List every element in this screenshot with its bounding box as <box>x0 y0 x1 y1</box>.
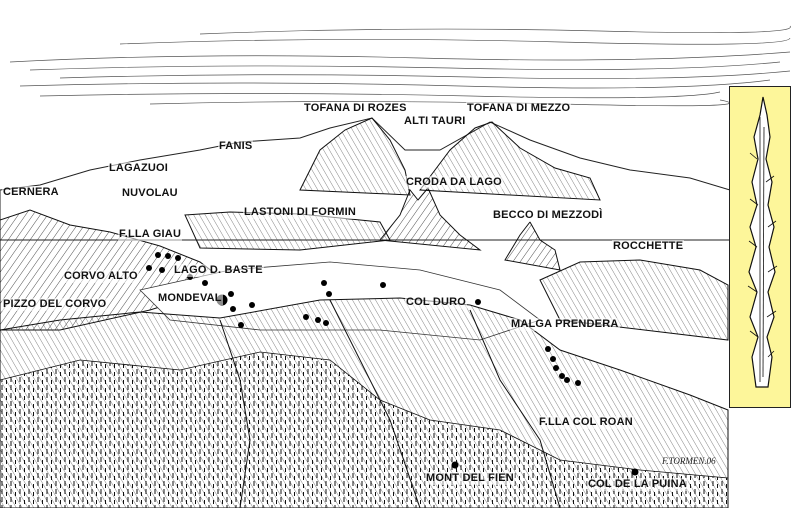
marker-dot <box>155 252 161 258</box>
marker-dot <box>553 365 559 371</box>
label-becco-di-mezzodi: BECCO DI MEZZODÌ <box>492 209 604 222</box>
label-rocchette: ROCCHETTE <box>612 240 685 253</box>
carved-object-drawing <box>747 96 778 388</box>
label-cernera: CERNERA <box>2 186 60 199</box>
label-lagazuoi: LAGAZUOI <box>108 162 170 175</box>
sky-clouds <box>9 25 791 107</box>
marker-dot <box>475 299 481 305</box>
label-lago-d-baste: LAGO D. BASTE <box>173 264 264 277</box>
marker-dot <box>631 468 639 476</box>
marker-dot <box>146 265 152 271</box>
label-pizzo-del-corvo: PIZZO DEL CORVO <box>2 298 108 311</box>
marker-dot <box>321 280 327 286</box>
marker-dot <box>550 356 556 362</box>
label-alti-tauri: ALTI TAURI <box>403 115 467 128</box>
marker-dot <box>326 291 332 297</box>
marker-dot <box>202 280 208 286</box>
artifact-inset <box>729 86 791 408</box>
label-malga-prendera: MALGA PRENDERA <box>510 318 620 331</box>
label-mont-del-fien: MONT DEL FIEN <box>425 472 515 485</box>
label-tofana-di-mezzo: TOFANA DI MEZZO <box>466 102 572 115</box>
label-col-de-la-puina: COL DE LA PUINA <box>587 478 688 491</box>
label-croda-da-lago: CRODA DA LAGO <box>405 176 503 189</box>
becco-di-mezzodi-peak <box>504 221 561 271</box>
label-nuvolau: NUVOLAU <box>121 187 179 200</box>
marker-dot <box>165 253 171 259</box>
label-f-lla-giau: F.LLA GIAU <box>118 228 183 241</box>
tofana-rozes-massif <box>299 117 411 196</box>
foreground-forest <box>0 351 729 508</box>
location-markers <box>146 252 639 476</box>
marker-dot <box>249 302 255 308</box>
label-col-duro: COL DURO <box>405 296 468 309</box>
marker-dot <box>575 380 581 386</box>
marker-dot <box>230 306 236 312</box>
marker-dot <box>175 255 181 261</box>
marker-dot <box>303 314 309 320</box>
marker-dot <box>315 317 321 323</box>
label-fanis: FANIS <box>218 140 254 153</box>
marker-dot <box>451 461 459 469</box>
marker-dot <box>545 346 551 352</box>
marker-dot <box>564 377 570 383</box>
label-corvo-alto: CORVO ALTO <box>63 270 139 283</box>
artist-signature: F.TORMEN.06 <box>662 456 716 466</box>
label-mondeval: MONDEVAL <box>157 292 223 305</box>
marker-dot <box>228 291 234 297</box>
label-tofana-di-rozes: TOFANA DI ROZES <box>303 102 408 115</box>
marker-dot <box>159 267 165 273</box>
lastoni-di-formin <box>184 211 391 251</box>
marker-dot <box>323 320 329 326</box>
marker-dot <box>380 282 386 288</box>
marker-dot <box>559 373 565 379</box>
label-lastoni-di-formin: LASTONI DI FORMIN <box>243 206 357 219</box>
label-f-lla-col-roan: F.LLA COL ROAN <box>538 416 634 429</box>
marker-dot <box>238 322 244 328</box>
